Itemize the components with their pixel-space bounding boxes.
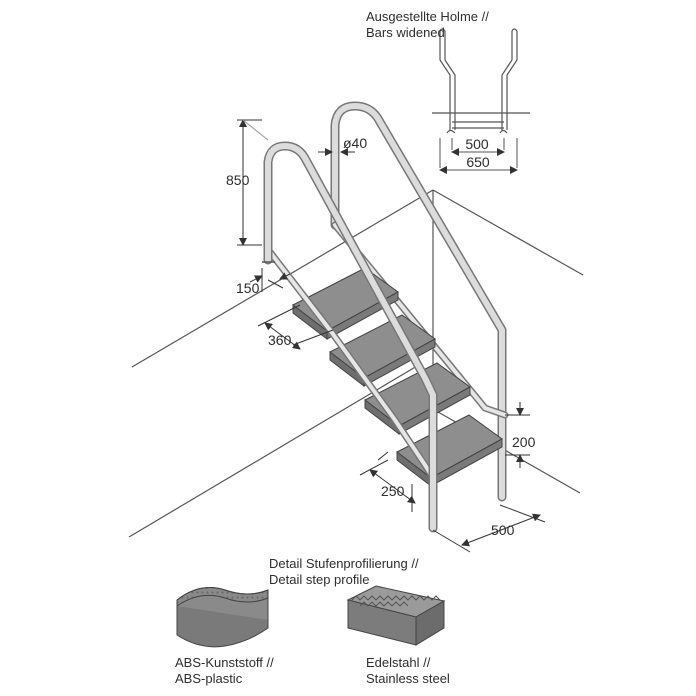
dim-step-depth-lines — [257, 304, 334, 350]
dim-rail-offset-lines — [249, 268, 291, 292]
dim-handrail-height-label: 850 — [226, 172, 250, 188]
abs-plastic-profile-image — [176, 587, 269, 648]
stainless-steel-profile-image — [346, 585, 446, 646]
dim-inner-width-label: 500 — [465, 136, 489, 152]
profile-detail-title-de: Detail Stufenprofilierung // — [269, 556, 419, 571]
widened-bars-title-en: Bars widened — [366, 25, 445, 40]
stainless-steel-label-de: Edelstahl // — [366, 655, 431, 670]
dim-rail-offset-label: 150 — [236, 280, 260, 296]
widened-bars-title-de: Ausgestellte Holme // — [366, 9, 489, 24]
dim-step-setback-lines — [359, 451, 416, 512]
abs-plastic-label-en: ABS-plastic — [175, 671, 243, 686]
dim-ladder-width-lines — [432, 504, 546, 553]
stainless-steel-label-en: Stainless steel — [366, 671, 450, 686]
widened-bars-detail — [432, 28, 530, 174]
dim-step-rise-label: 200 — [512, 434, 536, 450]
dim-outer-width-label: 650 — [466, 154, 490, 170]
dim-step-setback-label: 250 — [381, 483, 405, 499]
dim-tube-diameter-label: ø40 — [343, 135, 368, 151]
dim-step-rise-lines — [505, 402, 530, 468]
dim-ladder-width-label: 500 — [491, 522, 515, 538]
abs-plastic-label-de: ABS-Kunststoff // — [175, 655, 274, 670]
dim-step-depth-label: 360 — [268, 332, 292, 348]
dim-handrail-height-lines — [237, 119, 269, 246]
profile-detail-title-en: Detail step profile — [269, 572, 370, 587]
